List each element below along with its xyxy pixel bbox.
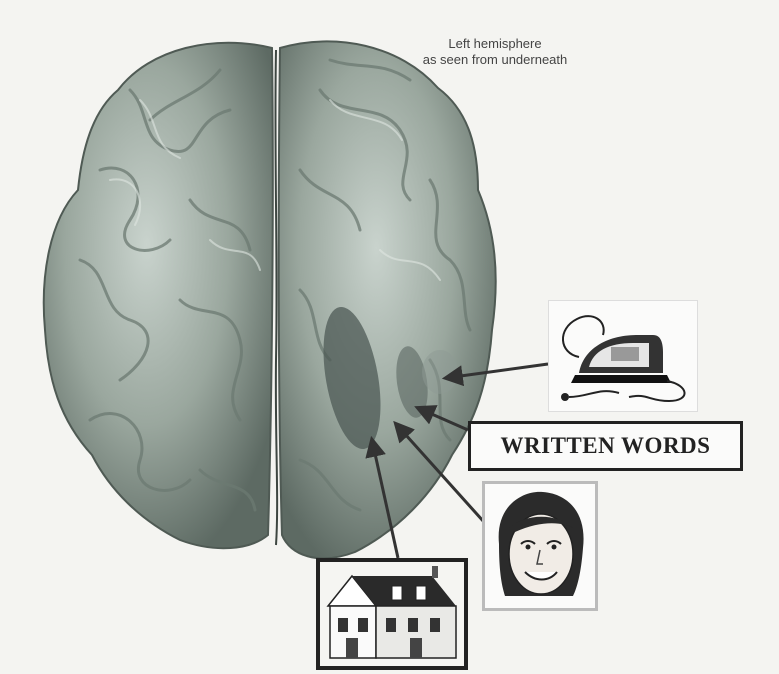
diagram-caption: Left hemisphere as seen from underneath: [400, 36, 590, 68]
house-icon: [320, 562, 464, 666]
iron-picture: [548, 300, 698, 412]
house-picture: [316, 558, 468, 670]
iron-icon: [549, 301, 699, 413]
caption-line-1: Left hemisphere: [400, 36, 590, 52]
written-words-label: WRITTEN WORDS: [468, 421, 743, 471]
face-icon: [485, 484, 595, 608]
face-picture: [482, 481, 598, 611]
brain-right-lobe: [44, 43, 273, 548]
region-objects: [422, 350, 458, 394]
written-words-text: WRITTEN WORDS: [501, 433, 711, 459]
caption-line-2: as seen from underneath: [400, 52, 590, 68]
